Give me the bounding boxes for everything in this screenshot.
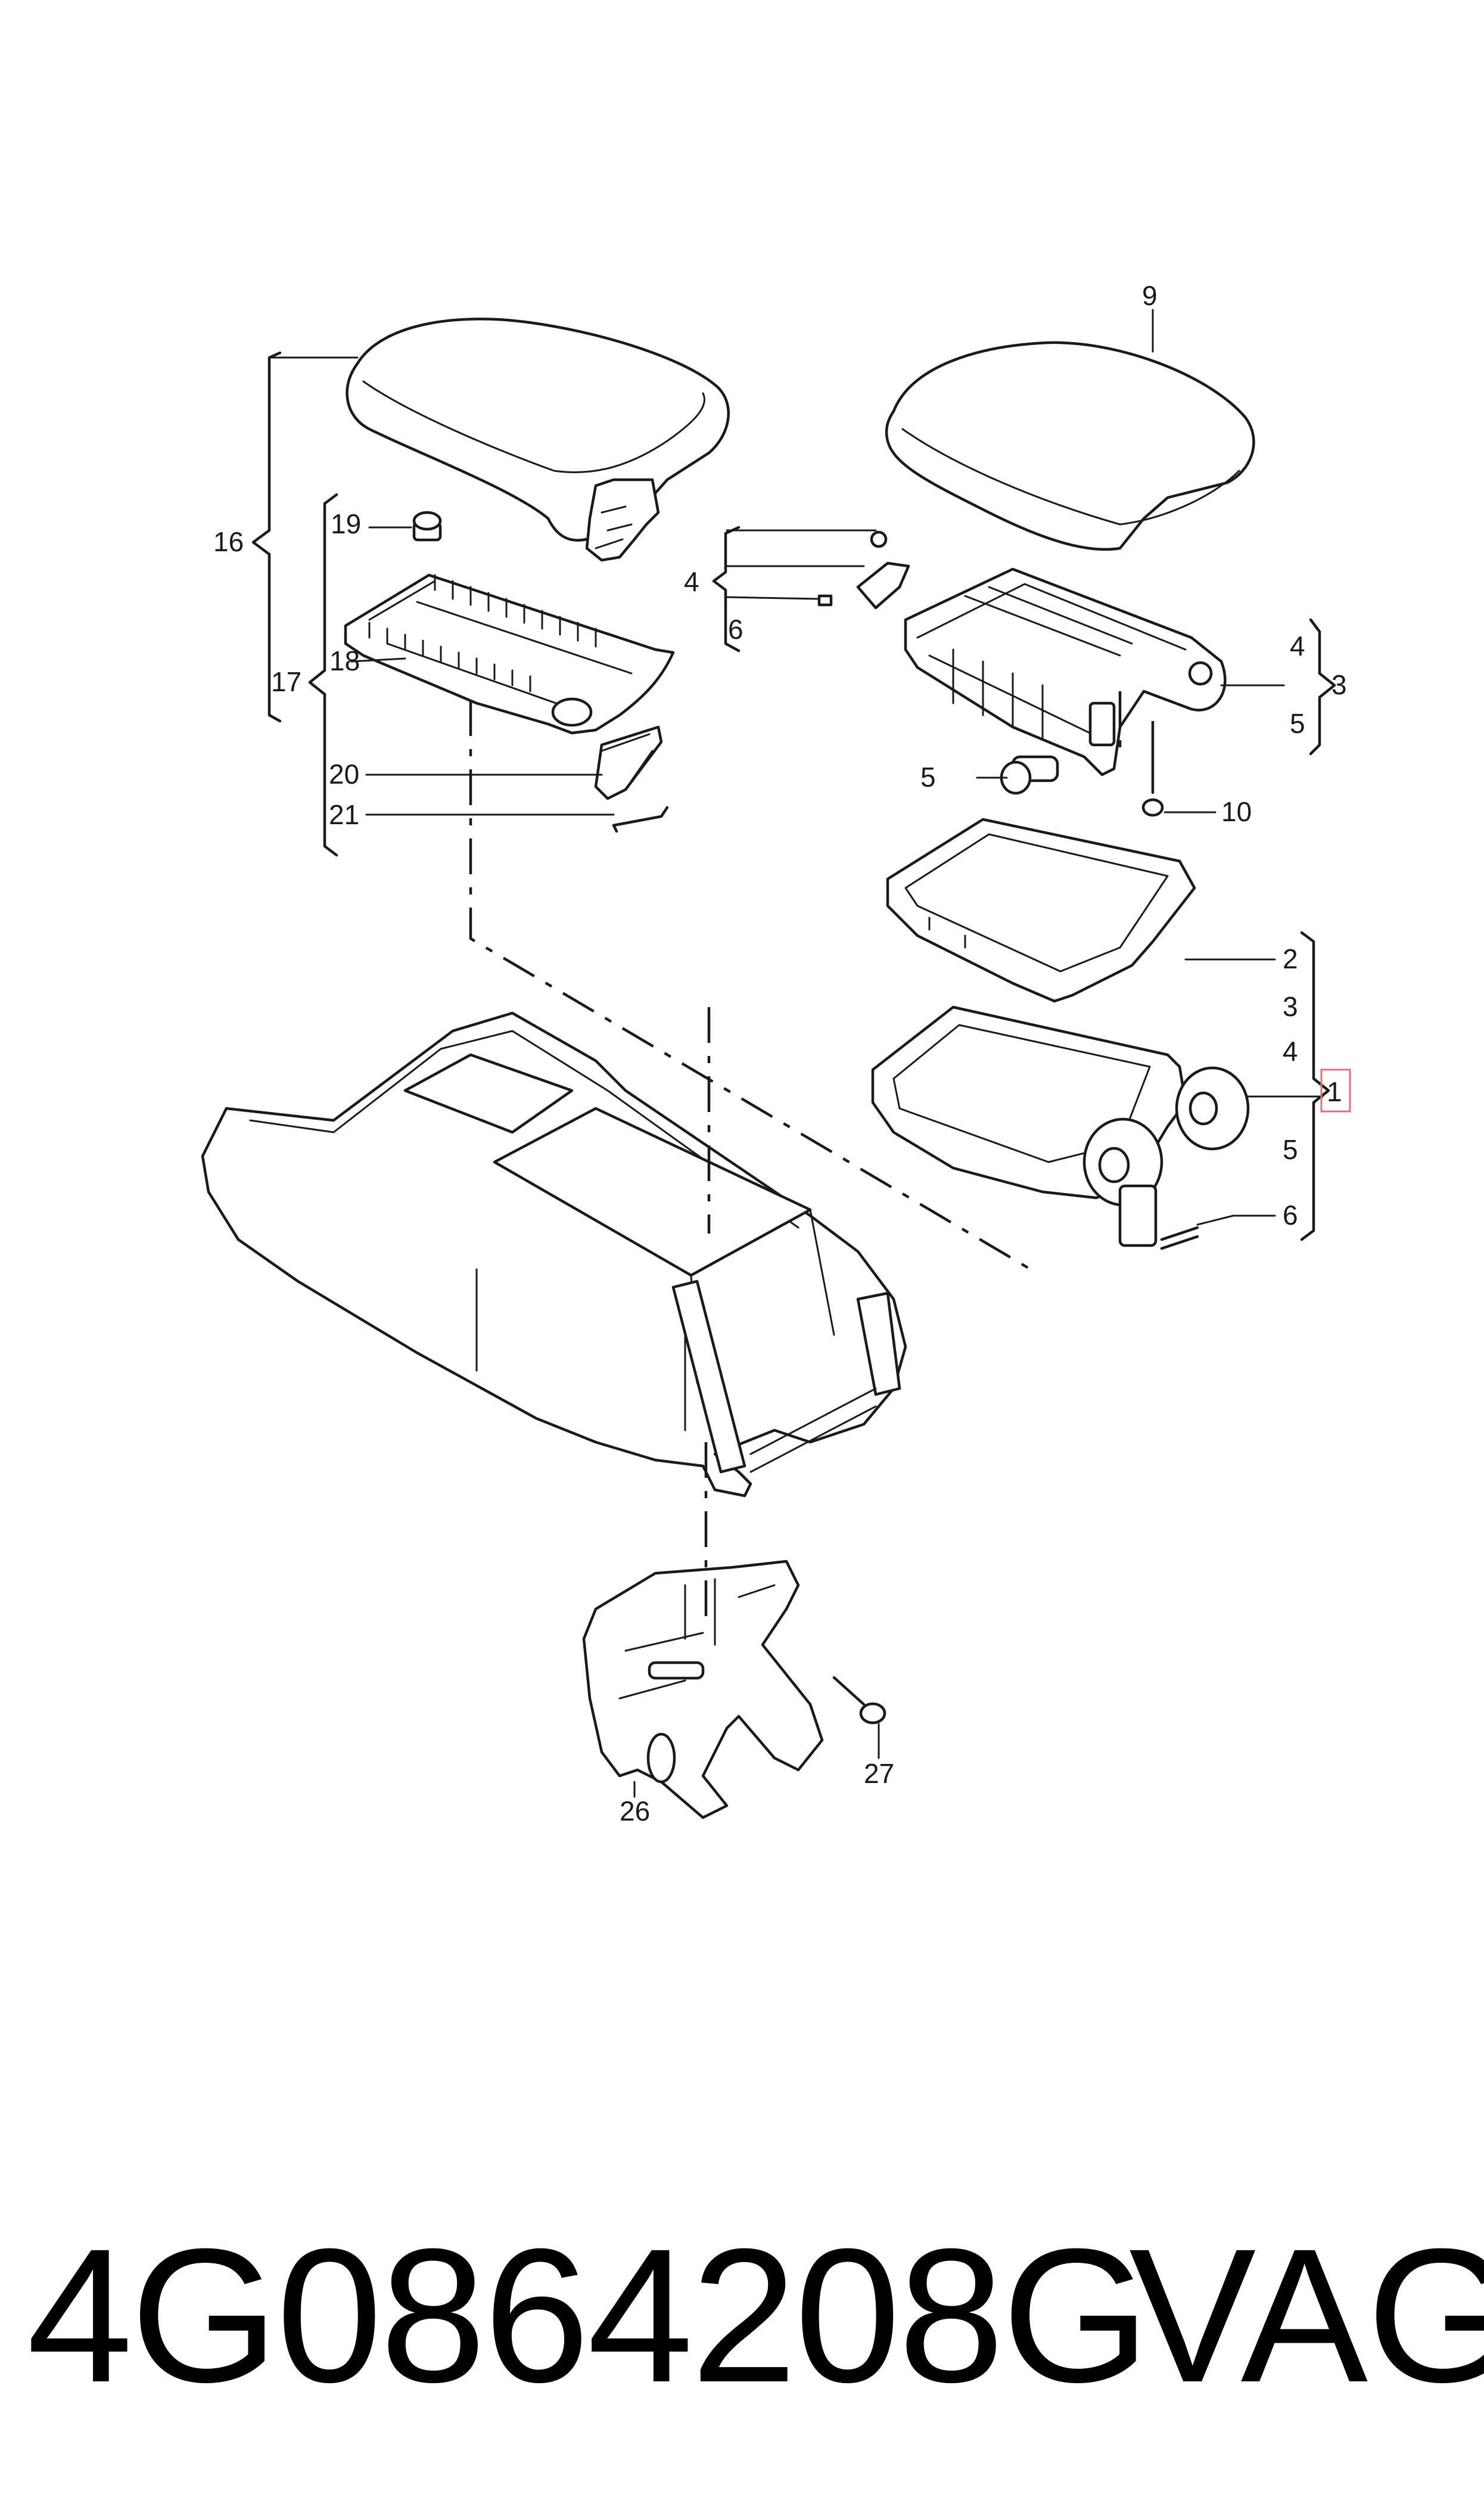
label-5c: 5 xyxy=(920,762,936,793)
leader-lines xyxy=(270,309,1324,1798)
label-16: 16 xyxy=(213,526,244,557)
bolt-27 xyxy=(832,1676,886,1725)
storage-tray xyxy=(886,818,1196,1003)
retaining-pin xyxy=(612,806,669,833)
mounting-bracket xyxy=(582,1560,824,1819)
label-18: 18 xyxy=(329,645,360,676)
label-17: 17 xyxy=(271,666,301,697)
part-labels: 9 16 17 18 19 20 21 4 6 4 5 3 5 10 2 3 4… xyxy=(213,280,1347,1827)
label-27: 27 xyxy=(864,1758,894,1789)
label-5b: 5 xyxy=(1290,708,1305,739)
hinge-clip xyxy=(817,530,910,610)
label-6b: 6 xyxy=(1283,1200,1298,1231)
pivot-pin xyxy=(1000,755,1059,795)
grouping-braces xyxy=(251,351,1336,1241)
armrest-lid-left xyxy=(346,318,730,562)
label-10: 10 xyxy=(1221,796,1252,827)
label-4c: 4 xyxy=(1283,1036,1298,1067)
label-2: 2 xyxy=(1283,943,1298,974)
center-console xyxy=(201,1011,907,1498)
label-6a: 6 xyxy=(728,614,743,645)
label-1: 1 xyxy=(1327,1076,1342,1107)
brand-name: VAG xyxy=(1129,2209,1484,2422)
screw-10 xyxy=(1141,743,1164,817)
hinge-mechanism xyxy=(904,567,1227,776)
label-5d: 5 xyxy=(1283,1134,1298,1165)
label-4a: 4 xyxy=(684,566,699,597)
assembly-lines xyxy=(469,691,1155,1621)
label-4b: 4 xyxy=(1290,630,1305,661)
label-3: 3 xyxy=(1331,669,1347,700)
hinge-plate xyxy=(344,573,675,735)
part-number: 4G0864208G xyxy=(27,2209,1150,2422)
label-9: 9 xyxy=(1142,280,1158,311)
label-19: 19 xyxy=(331,508,361,539)
label-26: 26 xyxy=(620,1796,650,1827)
label-21: 21 xyxy=(329,799,359,830)
spring-clip xyxy=(594,725,663,800)
stop-buffer xyxy=(412,511,442,542)
armrest-lid-right xyxy=(885,341,1255,551)
label-3b: 3 xyxy=(1283,991,1298,1022)
storage-compartment xyxy=(871,1005,1250,1250)
label-20: 20 xyxy=(329,759,359,790)
highlight-box xyxy=(1320,1069,1351,1113)
